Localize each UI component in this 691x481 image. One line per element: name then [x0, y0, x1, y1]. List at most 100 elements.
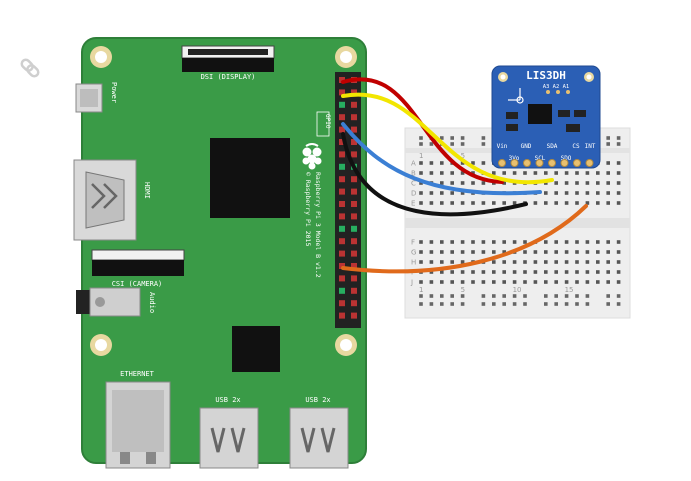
sensor-pin-label: SCL	[535, 155, 546, 162]
breadboard-hole	[460, 240, 465, 244]
breadboard-hole	[575, 191, 579, 195]
breadboard-hole	[523, 171, 527, 175]
breadboard-hole	[492, 201, 496, 205]
breadboard-hole	[481, 270, 486, 274]
breadboard-rail-hole	[616, 142, 621, 146]
mount-hole	[90, 46, 357, 356]
breadboard-hole	[544, 171, 548, 175]
breadboard-hole	[596, 250, 600, 254]
gpio-pin	[351, 287, 357, 294]
breadboard-hole	[471, 250, 475, 254]
breadboard-hole	[492, 280, 496, 284]
gpio-pin	[339, 312, 345, 319]
breadboard-hole	[564, 250, 569, 254]
gpio-label: GPIO	[324, 114, 331, 129]
breadboard-hole	[429, 260, 434, 264]
breadboard-col-number: 15	[565, 286, 574, 294]
breadboard-rail-hole	[481, 136, 486, 140]
breadboard-hole	[616, 191, 621, 195]
breadboard-hole	[596, 260, 600, 264]
gpio-pin	[339, 163, 345, 170]
breadboard-rail-hole	[606, 142, 610, 146]
breadboard-rail-hole	[523, 294, 527, 298]
breadboard-rail-hole	[523, 302, 527, 306]
breadboard-rail-hole	[419, 142, 423, 146]
breadboard-row-label: C	[411, 180, 416, 188]
breadboard-hole	[606, 171, 610, 175]
raspberry-logo-icon	[302, 143, 322, 170]
breadboard-hole	[429, 161, 434, 165]
breadboard-hole	[440, 280, 444, 284]
breadboard-hole	[585, 240, 590, 244]
gpio-header	[335, 72, 361, 328]
gpio-pin	[351, 275, 357, 282]
breadboard-col-number: 1	[419, 152, 423, 160]
gpio-pin	[339, 300, 345, 307]
breadboard-col-number: 10	[513, 286, 522, 294]
breadboard-rail-hole	[429, 302, 434, 306]
breadboard-hole	[512, 240, 517, 244]
breadboard-hole	[450, 171, 454, 175]
breadboard-hole	[575, 250, 579, 254]
sensor-pin-label: 3Vo	[509, 155, 520, 162]
breadboard-hole	[450, 191, 454, 195]
usb-port-2	[289, 407, 349, 469]
breadboard-rail-hole	[544, 302, 548, 306]
link-icon[interactable]	[20, 58, 40, 78]
gpio-pin	[339, 287, 345, 294]
wire-blue	[341, 122, 542, 196]
breadboard-hole	[419, 181, 423, 185]
breadboard-rail-hole	[585, 294, 590, 298]
model-line-2: © Raspberry Pi 2015	[304, 172, 312, 246]
breadboard-rail-hole	[606, 302, 610, 306]
breadboard-hole	[429, 270, 434, 274]
breadboard-hole	[429, 240, 434, 244]
breadboard-rail-hole	[575, 302, 579, 306]
gpio-pin	[339, 275, 345, 282]
breadboard-hole	[544, 250, 548, 254]
breadboard-hole	[606, 250, 610, 254]
breadboard-hole	[616, 270, 621, 274]
breadboard-hole	[460, 270, 465, 274]
gpio-pin	[351, 139, 357, 145]
breadboard-hole	[492, 171, 496, 175]
csi-connector	[92, 260, 184, 276]
breadboard-hole	[575, 260, 579, 264]
gpio-pin	[351, 250, 357, 257]
breadboard-hole	[554, 201, 558, 205]
usb-controller-chip	[232, 326, 280, 372]
breadboard-rail-hole	[616, 302, 621, 306]
breadboard-row-label: G	[411, 249, 416, 257]
breadboard-hole	[606, 161, 610, 165]
breadboard-hole	[533, 171, 538, 175]
breadboard-rail-hole	[481, 302, 486, 306]
breadboard-hole	[492, 270, 496, 274]
gpio-pin	[351, 126, 357, 133]
breadboard-hole	[429, 171, 434, 175]
sensor-pin	[498, 159, 506, 167]
breadboard-hole	[544, 280, 548, 284]
breadboard-rail-hole	[460, 302, 465, 306]
breadboard-hole	[512, 280, 517, 284]
axis-icon	[508, 88, 524, 104]
breadboard-rail-hole	[512, 294, 517, 298]
breadboard-hole	[596, 201, 600, 205]
breadboard-rail-hole	[481, 142, 486, 146]
gpio-pin	[339, 101, 345, 108]
breadboard-hole	[564, 181, 569, 185]
wires	[341, 77, 588, 274]
wire-yellow	[341, 92, 554, 185]
breadboard-hole	[575, 181, 579, 185]
breadboard-rail-hole	[429, 294, 434, 298]
breadboard-rail-hole	[554, 302, 558, 306]
breadboard-hole	[564, 201, 569, 205]
gpio-pin	[339, 188, 345, 195]
breadboard-hole	[575, 270, 579, 274]
sensor-chip	[528, 104, 552, 124]
sensor-address-pins: A3 A2 A1	[543, 84, 570, 90]
gpio-pin	[339, 176, 345, 183]
breadboard-hole	[440, 181, 444, 185]
breadboard-hole	[440, 240, 444, 244]
breadboard-hole	[533, 260, 538, 264]
